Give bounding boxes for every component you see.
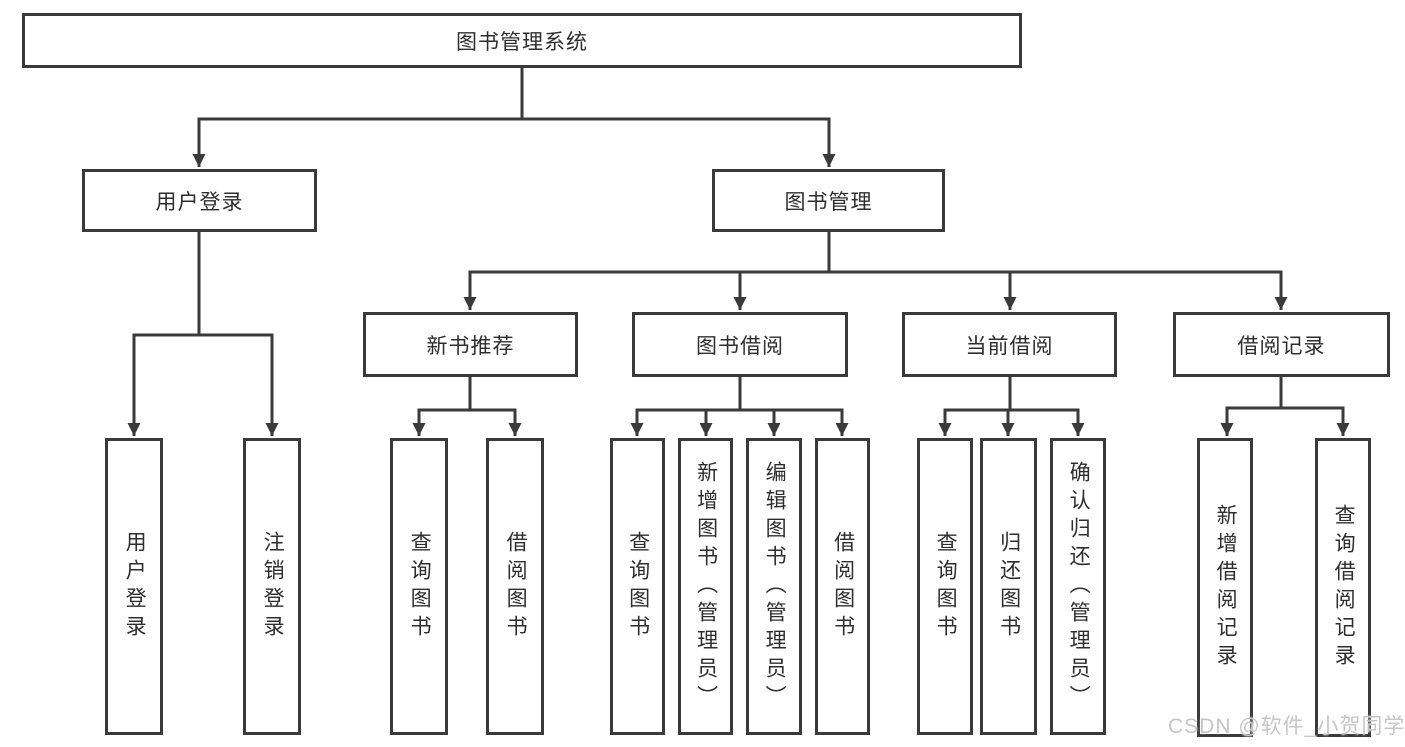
- leaf-current-return-books: 归还图书: [980, 438, 1037, 735]
- node-user-login-label: 用户登录: [155, 190, 244, 214]
- node-current-borrowing: 当前借阅: [902, 312, 1117, 377]
- leaf-borrow-borrow-books: 借阅图书: [815, 438, 870, 735]
- node-new-book-recommend: 新书推荐: [363, 312, 578, 377]
- connector-new-books-children: [412, 377, 522, 436]
- leaf-records-query-record: 查询借阅记录: [1315, 438, 1371, 737]
- node-root: 图书管理系统: [22, 13, 1022, 68]
- node-book-borrowing-label: 图书借阅: [696, 334, 784, 358]
- leaf-logout-login-label: 注销登录: [261, 530, 285, 643]
- leaf-borrow-edit-books-admin: 编辑图书（管理员）: [746, 438, 802, 735]
- connector-borrow-records-children: [1220, 377, 1350, 436]
- leaf-newbooks-query-books: 查询图书: [390, 438, 448, 735]
- leaf-current-query-books-label: 查询图书: [934, 530, 958, 643]
- leaf-user-login-label: 用户登录: [123, 530, 147, 643]
- connector-user-login-children: [127, 232, 279, 436]
- node-book-management: 图书管理: [712, 169, 945, 232]
- connector-book-mgmt-children: [463, 232, 1288, 310]
- connector-root-to-level2: [192, 68, 836, 167]
- leaf-records-query-record-label: 查询借阅记录: [1332, 503, 1356, 672]
- node-book-borrowing: 图书借阅: [632, 312, 848, 377]
- leaf-current-query-books: 查询图书: [917, 438, 973, 735]
- leaf-borrow-query-books-label: 查询图书: [626, 530, 650, 643]
- leaf-records-add-record-label: 新增借阅记录: [1214, 503, 1238, 672]
- leaf-newbooks-query-books-label: 查询图书: [408, 530, 432, 643]
- leaf-current-confirm-return-admin-label: 确认归还（管理员）: [1067, 460, 1091, 713]
- leaf-user-login: 用户登录: [105, 438, 163, 735]
- leaf-logout-login: 注销登录: [243, 438, 301, 735]
- leaf-borrow-edit-books-admin-label: 编辑图书（管理员）: [763, 460, 787, 713]
- leaf-newbooks-borrow-books-label: 借阅图书: [504, 530, 528, 643]
- node-root-label: 图书管理系统: [456, 30, 588, 54]
- csdn-watermark: CSDN @软件_小贺同学: [1168, 715, 1405, 738]
- connector-current-borrow-children: [938, 377, 1085, 436]
- leaf-newbooks-borrow-books: 借阅图书: [486, 438, 544, 735]
- leaf-borrow-borrow-books-label: 借阅图书: [831, 530, 855, 643]
- connector-book-borrow-children: [630, 377, 849, 436]
- node-current-borrowing-label: 当前借阅: [965, 334, 1054, 358]
- node-borrowing-records-label: 借阅记录: [1237, 334, 1326, 358]
- leaf-borrow-query-books: 查询图书: [610, 438, 665, 735]
- leaf-current-return-books-label: 归还图书: [997, 530, 1021, 643]
- node-book-management-label: 图书管理: [784, 190, 873, 214]
- node-borrowing-records: 借阅记录: [1173, 312, 1390, 377]
- leaf-borrow-add-books-admin-label: 新增图书（管理员）: [694, 460, 718, 713]
- node-user-login: 用户登录: [82, 169, 317, 232]
- leaf-borrow-add-books-admin: 新增图书（管理员）: [678, 438, 733, 735]
- leaf-current-confirm-return-admin: 确认归还（管理员）: [1050, 438, 1106, 735]
- node-new-book-recommend-label: 新书推荐: [426, 334, 515, 358]
- leaf-records-add-record: 新增借阅记录: [1197, 438, 1253, 737]
